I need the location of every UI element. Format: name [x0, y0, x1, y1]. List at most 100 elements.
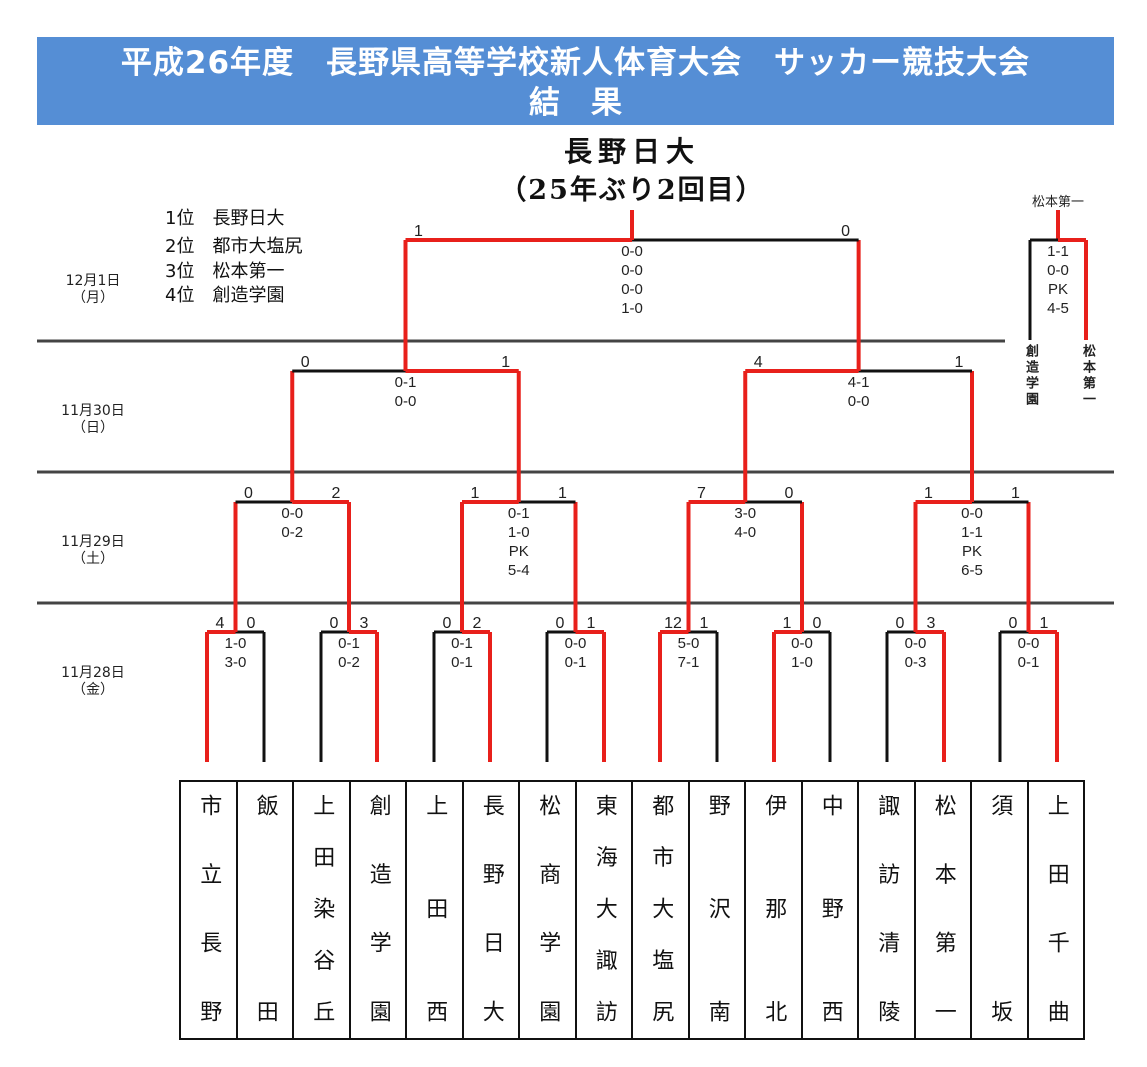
match-score-left: 0	[330, 615, 339, 632]
match-score-right: 0	[841, 223, 850, 240]
match-score-right: 0	[785, 485, 794, 502]
match-detail: 0-1	[1018, 654, 1040, 671]
match-score-left: 7	[697, 485, 706, 502]
match-detail: 0-0	[565, 635, 587, 652]
champion-name: 長野日大	[563, 135, 700, 168]
match-score-left: 4	[754, 354, 763, 371]
date-label: 11月28日	[61, 665, 125, 681]
team-cell: 上田千曲	[1029, 782, 1084, 1038]
match-detail: 0-1	[451, 635, 473, 652]
match-detail: 4-0	[734, 524, 756, 541]
match-score-left: 0	[443, 615, 452, 632]
day-label: （金）	[72, 682, 114, 698]
team-name: 松商学園	[535, 794, 561, 1022]
match-score-right: 3	[360, 615, 369, 632]
date-label: 11月30日	[61, 403, 125, 419]
match-score-right: 1	[955, 354, 964, 371]
match-score-left: 1	[471, 485, 480, 502]
team-cell: 伊那北	[746, 782, 803, 1038]
team-name: 上田千曲	[1043, 794, 1069, 1022]
match-score-right: 0	[247, 615, 256, 632]
match-detail: PK	[962, 543, 982, 560]
match-score-right: 1	[558, 485, 567, 502]
team-name: 創造学園	[365, 794, 391, 1022]
match-score-left: 0	[1009, 615, 1018, 632]
team-cell: 東海大諏訪	[577, 782, 633, 1038]
match-detail: PK	[509, 543, 529, 560]
page-title: 平成26年度 長野県高等学校新人体育大会 サッカー競技大会	[120, 45, 1031, 81]
match-detail: 0-1	[451, 654, 473, 671]
date-round1: 11月28日（金）	[40, 665, 146, 699]
match-detail: 0-0	[1047, 262, 1069, 279]
team-name: 東海大諏訪	[591, 794, 617, 1022]
match-score-right: 2	[473, 615, 482, 632]
match-detail: 0-2	[281, 524, 303, 541]
match-detail: 0-0	[1018, 635, 1040, 652]
team-table: 市立長野飯田上田染谷丘創造学園 上田西 長野日大 松商学園 東海大諏訪都市大塩尻野沢南伊…	[179, 780, 1085, 1040]
match-score-left: 0	[244, 485, 253, 502]
team-cell: 都市大塩尻	[633, 782, 690, 1038]
team-name: 長野日大	[478, 794, 504, 1022]
match-score-right: 1	[501, 354, 510, 371]
match-score-left: 0	[301, 354, 310, 371]
match-score-left: 1	[783, 615, 792, 632]
match-detail: 4-5	[1047, 300, 1069, 317]
champion-note: （25年ぶり2回目）	[499, 175, 765, 206]
team-cell: 上田染谷丘	[294, 782, 351, 1038]
team-cell: 諏訪清陵	[859, 782, 916, 1038]
day-label: （日）	[72, 420, 114, 436]
date-semifinal: 11月30日（日）	[40, 403, 146, 437]
rank-4: 4位 創造学園	[165, 285, 285, 306]
match-detail: 1-0	[791, 654, 813, 671]
match-detail: 1-0	[225, 635, 247, 652]
team-name: 上田西	[422, 794, 448, 1022]
match-detail: 1-0	[508, 524, 530, 541]
team-cell: 野沢南	[690, 782, 746, 1038]
day-label: （月）	[72, 290, 114, 306]
match-score-right: 3	[927, 615, 936, 632]
match-detail: 0-1	[508, 505, 530, 522]
match-detail: 0-0	[281, 505, 303, 522]
team-cell: 松商学園	[520, 782, 577, 1038]
team-cell: 上田西	[407, 782, 464, 1038]
page-subtitle: 結 果	[529, 85, 622, 121]
match-score-left: 0	[556, 615, 565, 632]
team-name: 須坂	[987, 794, 1013, 1022]
match-detail: 3-0	[225, 654, 247, 671]
third-place-winner-label: 松本第一	[1032, 194, 1084, 209]
match-score-right: 1	[700, 615, 709, 632]
match-detail: 1-1	[961, 524, 983, 541]
match-detail: 0-0	[621, 281, 643, 298]
third-place-team-right: 松本第一	[1080, 344, 1095, 408]
match-score-right: 0	[813, 615, 822, 632]
team-cell: 松本第一	[916, 782, 972, 1038]
match-detail: 6-5	[961, 562, 983, 579]
match-detail: 0-1	[565, 654, 587, 671]
team-cell: 中野西	[803, 782, 859, 1038]
match-detail: PK	[1048, 281, 1068, 298]
day-label: （土）	[72, 551, 114, 567]
date-quarterfinal: 11月29日（土）	[40, 534, 146, 568]
match-detail: 0-0	[791, 635, 813, 652]
match-detail: 0-0	[395, 393, 417, 410]
third-place-team-left: 創造学園	[1023, 344, 1038, 408]
team-name: 松本第一	[930, 794, 956, 1022]
match-detail: 0-0	[905, 635, 927, 652]
match-score-left: 1	[924, 485, 933, 502]
title-banner: 平成26年度 長野県高等学校新人体育大会 サッカー競技大会 結 果	[37, 37, 1114, 125]
match-score-left: 12	[664, 615, 682, 632]
match-detail: 0-0	[621, 243, 643, 260]
team-name: 伊那北	[761, 794, 787, 1022]
date-final: 12月1日（月）	[40, 273, 146, 307]
team-name: 飯田	[252, 794, 278, 1022]
match-detail: 1-0	[621, 300, 643, 317]
rank-1: 1位 長野日大	[165, 208, 285, 229]
date-label: 12月1日	[65, 273, 121, 289]
match-detail: 5-0	[678, 635, 700, 652]
team-cell: 市立長野	[181, 782, 238, 1038]
match-detail: 0-2	[338, 654, 360, 671]
team-cell: 須坂	[972, 782, 1029, 1038]
match-score-right: 1	[587, 615, 596, 632]
match-detail: 0-3	[905, 654, 927, 671]
